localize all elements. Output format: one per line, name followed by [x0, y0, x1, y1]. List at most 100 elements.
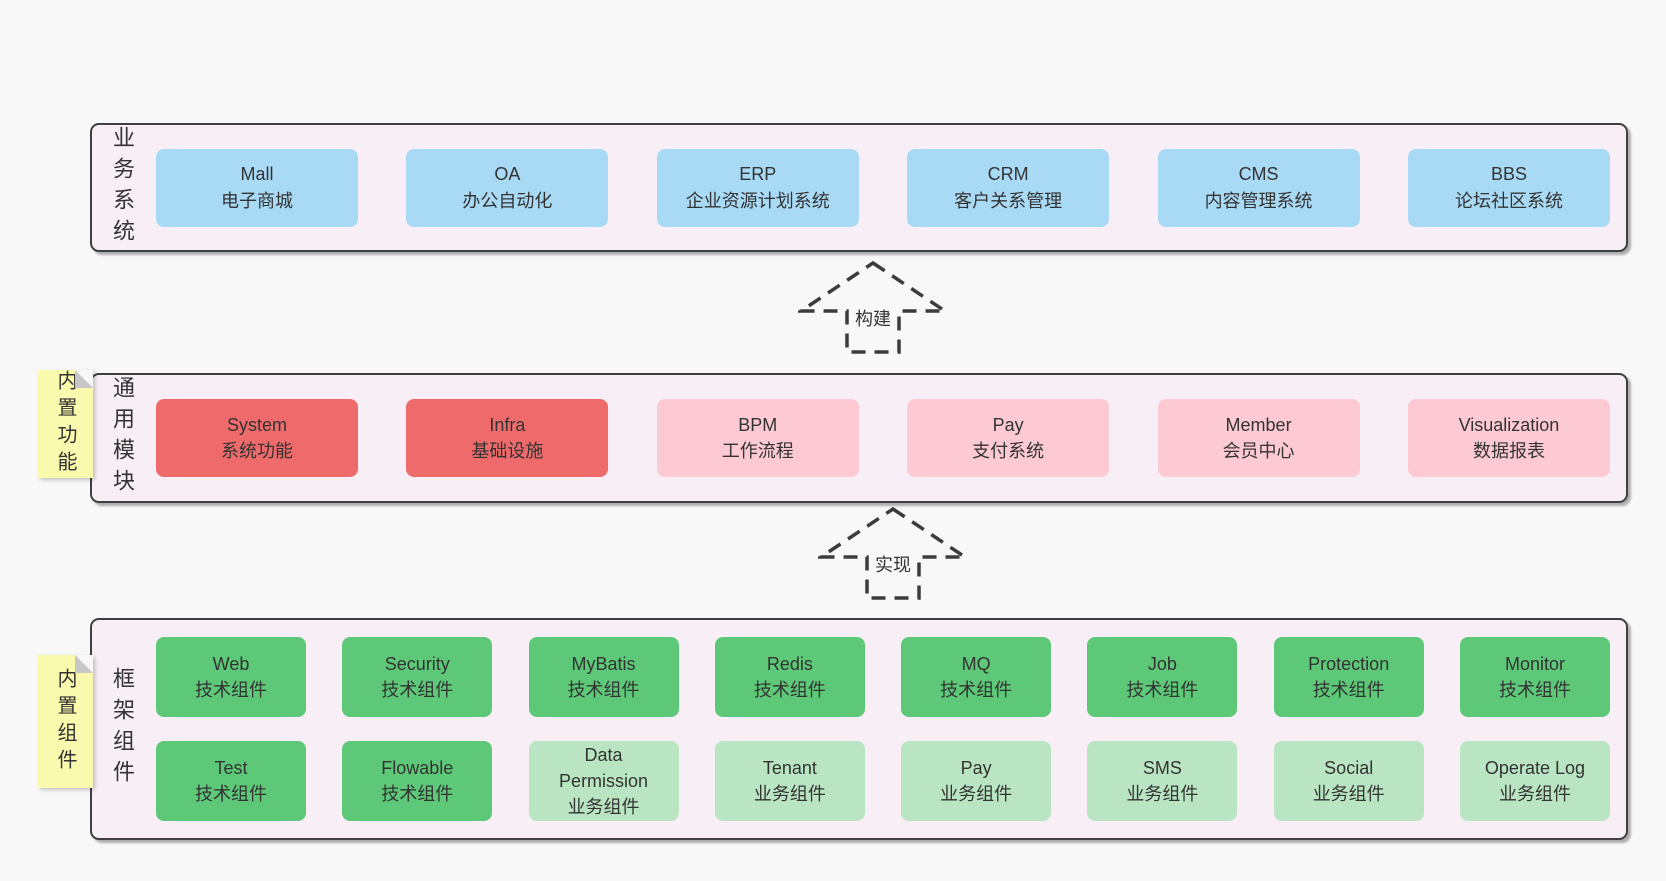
box-subtitle: 业务组件	[1126, 784, 1199, 804]
box-subtitle: 电子商城	[221, 190, 293, 211]
box-subtitle: 业务组件	[1312, 784, 1385, 804]
box-subtitle: 企业资源计划系统	[685, 190, 830, 211]
box-title: Flowable	[381, 757, 454, 778]
box-title: Infra	[489, 414, 526, 435]
box-data-permission: Data Permission 业务组件	[528, 741, 679, 821]
box-subtitle: 业务组件	[567, 797, 640, 818]
box-monitor: Monitor 技术组件	[1459, 637, 1610, 717]
build-arrow: 构建	[798, 260, 948, 356]
dashed-up-arrow-icon	[818, 506, 968, 600]
box-subtitle: 业务组件	[753, 784, 826, 804]
box-title: System	[226, 414, 287, 435]
box-subtitle: 技术组件	[1498, 680, 1571, 700]
box-title: Web	[212, 653, 250, 674]
box-test: Test 技术组件	[156, 741, 306, 821]
box-subtitle: 技术组件	[940, 680, 1013, 700]
common-modules-panel: 通用模块 System 系统功能 Infra 基础设施 BPM 工作流程 Pay…	[90, 373, 1628, 503]
box-crm: CRM 客户关系管理	[907, 148, 1110, 227]
box-title: Pay	[992, 414, 1024, 435]
box-mall: Mall 电子商城	[156, 148, 358, 227]
box-title: Job	[1147, 653, 1177, 674]
business-systems-boxes: Mall 电子商城 OA 办公自动化 ERP 企业资源计划系统 CRM 客户关系…	[156, 148, 1610, 227]
box-social: Social 业务组件	[1273, 741, 1424, 821]
box-subtitle: 技术组件	[1312, 680, 1385, 700]
box-system: System 系统功能	[156, 399, 358, 477]
box-title: MyBatis	[571, 653, 636, 674]
framework-components-label: 框架组件	[110, 667, 135, 791]
implement-arrow-label: 实现	[871, 550, 915, 578]
box-title: MQ	[961, 653, 991, 674]
box-title: Security	[384, 653, 450, 674]
box-title: CRM	[987, 164, 1029, 185]
box-operate-log: Operate Log 业务组件	[1459, 741, 1610, 821]
dashed-up-arrow-icon	[798, 260, 948, 354]
box-visualization: Visualization 数据报表	[1407, 399, 1610, 477]
sticky-built-in-features-label: 内置功能	[54, 370, 76, 478]
box-subtitle: 会员中心	[1222, 441, 1295, 461]
business-systems-panel: 业务系统 Mall 电子商城 OA 办公自动化 ERP 企业资源计划系统 CRM…	[90, 123, 1628, 252]
box-title: BBS	[1490, 164, 1527, 185]
box-title: Social	[1324, 757, 1374, 778]
common-modules-boxes: System 系统功能 Infra 基础设施 BPM 工作流程 Pay 支付系统…	[156, 399, 1610, 477]
box-mybatis: MyBatis 技术组件	[528, 637, 679, 717]
box-bbs: BBS 论坛社区系统	[1407, 148, 1610, 227]
box-mq: MQ 技术组件	[901, 637, 1052, 717]
box-title: Protection	[1308, 653, 1390, 674]
box-title: Visualization	[1458, 414, 1560, 435]
box-protection: Protection 技术组件	[1273, 637, 1424, 717]
box-title: OA	[494, 164, 521, 185]
box-title: Mall	[240, 164, 274, 185]
build-arrow-label: 构建	[851, 304, 895, 332]
box-title: SMS	[1142, 757, 1182, 778]
box-subtitle: 系统功能	[221, 441, 293, 461]
box-subtitle: 技术组件	[381, 680, 454, 700]
box-title: CMS	[1238, 164, 1279, 185]
box-subtitle: 客户关系管理	[954, 190, 1063, 211]
box-subtitle: 基础设施	[471, 441, 544, 461]
box-pay-biz: Pay 业务组件	[901, 741, 1052, 821]
box-member: Member 会员中心	[1157, 399, 1360, 477]
business-systems-label: 业务系统	[110, 125, 135, 250]
box-subtitle: 工作流程	[721, 441, 794, 461]
box-title: Test	[214, 757, 248, 778]
box-subtitle: 数据报表	[1472, 441, 1545, 461]
box-subtitle: 技术组件	[195, 784, 267, 804]
framework-components-rows: Web 技术组件 Security 技术组件 MyBatis 技术组件 Redi…	[156, 637, 1610, 821]
box-subtitle: 技术组件	[567, 680, 640, 700]
box-title: Monitor	[1504, 653, 1565, 674]
box-redis: Redis 技术组件	[714, 637, 865, 717]
box-title: Member	[1225, 414, 1292, 435]
implement-arrow: 实现	[818, 506, 968, 602]
box-flowable: Flowable 技术组件	[342, 741, 493, 821]
box-subtitle: 论坛社区系统	[1454, 190, 1563, 211]
box-title: ERP	[739, 164, 777, 185]
box-subtitle: 内容管理系统	[1204, 190, 1313, 211]
common-modules-label: 通用模块	[110, 376, 135, 500]
box-cms: CMS 内容管理系统	[1157, 148, 1360, 227]
box-title: Pay	[960, 757, 992, 778]
box-subtitle: 技术组件	[195, 680, 267, 700]
box-bpm: BPM 工作流程	[656, 399, 859, 477]
box-erp: ERP 企业资源计划系统	[656, 148, 859, 227]
box-sms: SMS 业务组件	[1087, 741, 1238, 821]
box-security: Security 技术组件	[342, 637, 493, 717]
box-title: Tenant	[762, 757, 817, 778]
framework-components-panel: 框架组件 Web 技术组件 Security 技术组件 MyBatis 技术组件…	[90, 618, 1628, 840]
box-subtitle: 技术组件	[381, 784, 454, 804]
box-oa: OA 办公自动化	[406, 148, 609, 227]
framework-components-row-1: Web 技术组件 Security 技术组件 MyBatis 技术组件 Redi…	[156, 637, 1610, 717]
box-infra: Infra 基础设施	[406, 399, 609, 477]
box-web: Web 技术组件	[156, 637, 306, 717]
box-subtitle: 办公自动化	[462, 190, 553, 211]
box-title: Data Permission	[559, 744, 649, 791]
box-tenant: Tenant 业务组件	[714, 741, 865, 821]
box-subtitle: 业务组件	[940, 784, 1013, 804]
sticky-built-in-components-label: 内置组件	[54, 667, 76, 776]
framework-components-row-2: Test 技术组件 Flowable 技术组件 Data Permission …	[156, 741, 1610, 821]
box-title: BPM	[738, 414, 778, 435]
box-title: Operate Log	[1484, 757, 1585, 778]
sticky-built-in-components: 内置组件	[38, 655, 93, 788]
box-subtitle: 技术组件	[753, 680, 826, 700]
box-subtitle: 支付系统	[972, 441, 1045, 461]
box-subtitle: 业务组件	[1498, 784, 1571, 804]
